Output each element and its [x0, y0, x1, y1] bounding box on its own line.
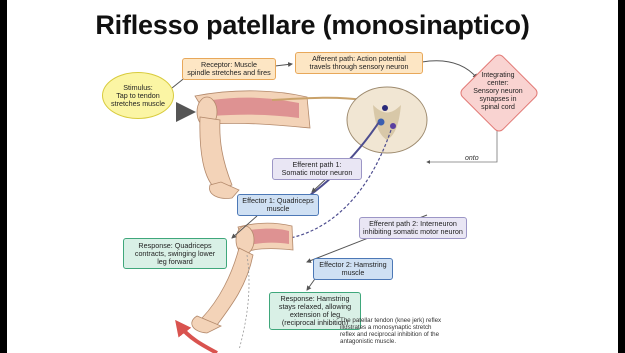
efferent-path-1-box: Efferent path 1: Somatic motor neuron	[272, 158, 362, 180]
upper-leg-illustration	[195, 91, 310, 199]
spinal-cord-illustration	[347, 87, 427, 153]
efferent-path-2-box: Efferent path 2: Interneuron inhibiting …	[359, 217, 467, 239]
effector-2-box: Effector 2: Hamstring muscle	[313, 258, 393, 280]
response-1-box: Response: Quadriceps contracts, swinging…	[123, 238, 227, 269]
stimulus-label: Stimulus: Tap to tendon stretches muscle	[102, 72, 174, 119]
slide: Riflesso patellare (monosinaptico)	[7, 0, 618, 353]
integrating-center: Integrating center: Sensory neuron synap…	[458, 52, 538, 132]
onto-label: onto	[465, 155, 479, 162]
effector-1-box: Effector 1: Quadriceps muscle	[237, 194, 319, 216]
figure-caption: The patellar tendon (knee jerk) reflex i…	[340, 317, 480, 345]
afferent-path-box: Afferent path: Action potential travels …	[295, 52, 423, 74]
receptor-box: Receptor: Muscle spindle stretches and f…	[182, 58, 276, 80]
